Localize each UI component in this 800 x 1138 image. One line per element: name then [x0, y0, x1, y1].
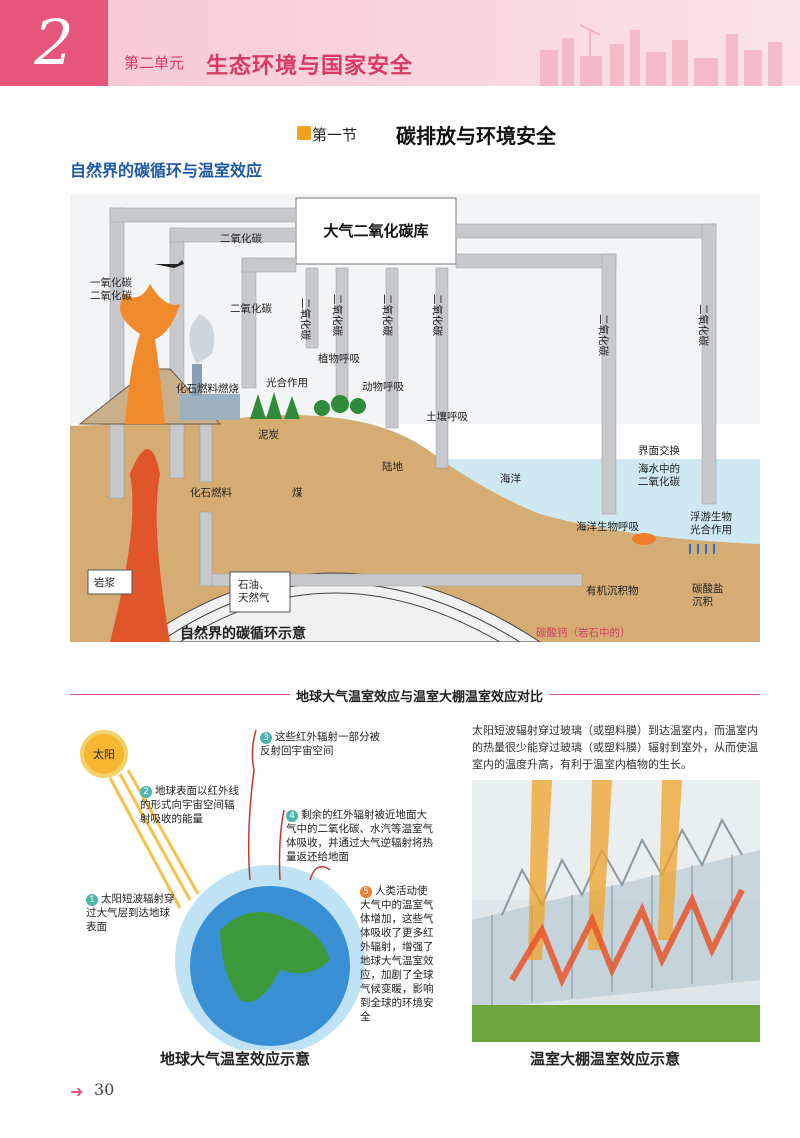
- label-co2-left: 二氧化碳: [230, 302, 272, 315]
- section-icon: [297, 126, 311, 140]
- earth-caption: 地球大气温室效应示意: [160, 1050, 311, 1068]
- step-2-text: 地球表面以红外线的形式向宇宙空间辐射吸收的能量: [140, 785, 239, 825]
- step-3-number: 3: [260, 732, 272, 744]
- unit-label: 第二单元: [124, 54, 185, 72]
- page-number: 30: [94, 1080, 115, 1099]
- step-5-number: 5: [360, 886, 372, 898]
- label-plant-resp: 植物呼吸: [318, 352, 360, 365]
- label-co2-v2: 二氧化碳: [331, 294, 344, 336]
- skyline-decoration: [540, 24, 782, 86]
- step-3-text: 这些红外辐射一部分被反射回宇宙空间: [260, 731, 380, 757]
- earth-greenhouse-diagram: 太阳: [80, 729, 365, 1050]
- greenhouse-photo: [472, 780, 760, 1042]
- label-oil-gas: 石油、天然气: [238, 578, 270, 604]
- unit-header: [0, 0, 800, 86]
- step-1-number: 1: [86, 894, 98, 906]
- label-photosynthesis: 光合作用: [266, 376, 308, 389]
- label-peat: 泥炭: [258, 428, 279, 441]
- label-plankton: 浮游生物光合作用: [690, 510, 732, 536]
- label-co2-v1: 二氧化碳: [299, 298, 312, 340]
- label-land: 陆地: [382, 460, 403, 473]
- subsection-title: 自然界的碳循环与温室效应: [70, 161, 263, 180]
- label-co-co2: 一氧化碳二氧化碳: [90, 276, 132, 302]
- unit-number-box: [0, 0, 108, 86]
- label-fossil-fuel: 化石燃料: [190, 486, 232, 499]
- label-interface: 界面交换: [638, 444, 680, 457]
- label-marine-resp: 海洋生物呼吸: [576, 520, 639, 533]
- section-title: 碳排放与环境安全: [396, 124, 556, 148]
- label-co2-ocean1: 二氧化碳: [597, 314, 610, 356]
- unit-number: 2: [34, 6, 74, 79]
- page-arrow-icon: ➜: [70, 1082, 84, 1101]
- label-co2-v3: 二氧化碳: [381, 294, 394, 336]
- sun-label: 太阳: [93, 748, 115, 761]
- reservoir-label: 大气二氧化碳库: [323, 222, 428, 240]
- step-1-text: 太阳短波辐射穿过大气层到达地球表面: [86, 893, 175, 933]
- label-organic-sed: 有机沉积物: [586, 584, 639, 597]
- comparison-banner: 地球大气温室效应与温室大棚温室效应对比: [290, 686, 550, 705]
- carbon-cycle-diagram: 大气二氧化碳库 二氧: [70, 194, 760, 642]
- label-coal: 煤: [292, 486, 303, 499]
- step-2-number: 2: [140, 786, 152, 798]
- section-label: 第一节: [312, 126, 358, 144]
- label-animal-resp: 动物呼吸: [362, 380, 404, 393]
- label-soil-resp: 土壤呼吸: [426, 410, 468, 423]
- label-magma: 岩浆: [94, 576, 115, 589]
- step-5-text: 人类活动使大气中的温室气体增加，这些气体吸收了更多红外辐射，增强了地球大气温室效…: [360, 885, 434, 1023]
- step-4-text: 剩余的红外辐射被近地面大气中的二氧化碳、水汽等温室气体吸收，并通过大气逆辐射将热…: [286, 809, 433, 863]
- greenhouse-text: 太阳短波辐射穿过玻璃（或塑料膜）到达温室内，而温室内的热量很少能穿过玻璃（或塑料…: [472, 724, 758, 771]
- label-ocean: 海洋: [500, 472, 521, 485]
- greenhouse-caption: 温室大棚温室效应示意: [530, 1050, 681, 1068]
- cycle-caption: 自然界的碳循环示意: [180, 625, 306, 642]
- label-co2-ocean2: 二氧化碳: [697, 304, 710, 346]
- label-carbonate-rock: 碳酸钙（岩石中的）: [536, 626, 631, 639]
- unit-title: 生态环境与国家安全: [206, 54, 414, 79]
- label-co2-v4: 二氧化碳: [431, 294, 444, 336]
- label-carbonate-sed: 碳酸盐沉积: [692, 582, 724, 608]
- label-ocean-co2: 海水中的二氧化碳: [638, 462, 680, 488]
- label-co2-top: 二氧化碳: [220, 232, 262, 245]
- step-4-number: 4: [286, 810, 298, 822]
- label-fossil-burn: 化石燃料燃烧: [176, 382, 239, 395]
